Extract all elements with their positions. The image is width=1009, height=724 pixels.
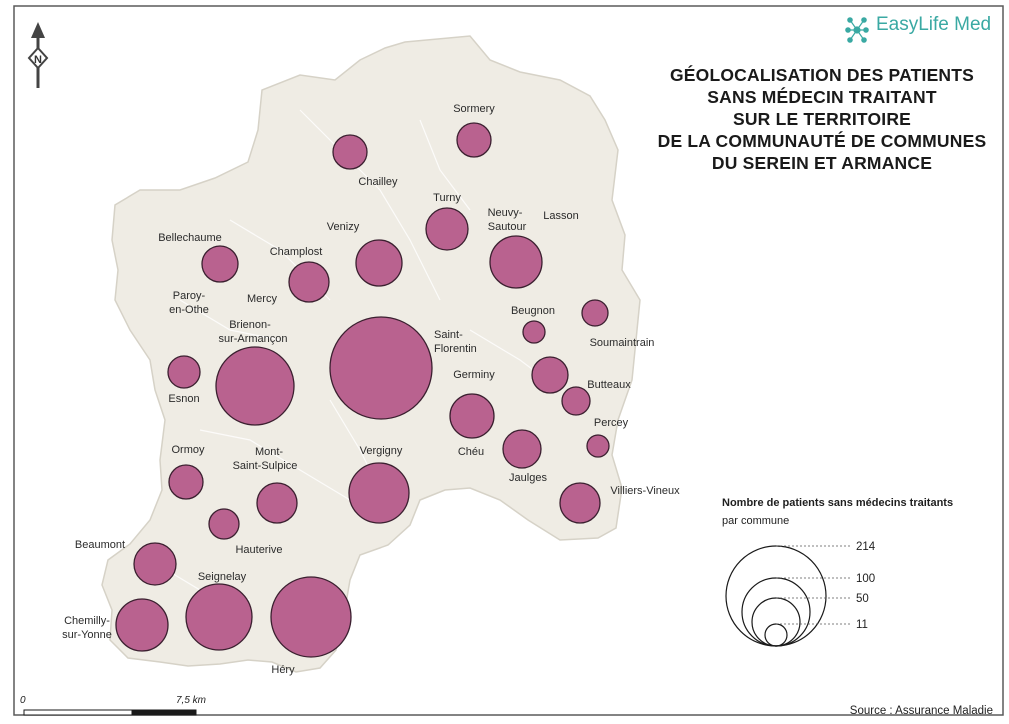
title-line-1: GÉOLOCALISATION DES PATIENTS bbox=[612, 64, 1009, 86]
brand-name: EasyLife Med bbox=[876, 14, 991, 36]
label-brienon-1: Brienon- bbox=[229, 319, 271, 331]
bubble-butteaux[interactable] bbox=[562, 387, 590, 415]
bubble-turny[interactable] bbox=[426, 208, 468, 250]
label-villiers-vineux: Villiers-Vineux bbox=[610, 485, 680, 497]
bubble-vergigny[interactable] bbox=[349, 463, 409, 523]
label-saint-florentin-2: Florentin bbox=[434, 343, 477, 355]
title-line-3: SUR LE TERRITOIRE bbox=[612, 108, 1009, 130]
legend-values: 214 100 50 11 bbox=[856, 541, 876, 631]
label-ormoy: Ormoy bbox=[172, 444, 206, 456]
label-lasson: Lasson bbox=[543, 210, 578, 222]
bubble-beaumont[interactable] bbox=[134, 543, 176, 585]
title-line-4: DE LA COMMUNAUTÉ DE COMMUNES bbox=[612, 130, 1009, 152]
bubble-saint-florentin[interactable] bbox=[330, 317, 432, 419]
legend-circle-100 bbox=[742, 578, 810, 646]
label-mercy: Mercy bbox=[247, 293, 277, 305]
label-paroy-2: en-Othe bbox=[169, 304, 209, 316]
legend-circle-50 bbox=[752, 598, 800, 646]
bubble-hauterive[interactable] bbox=[209, 509, 239, 539]
bubble-ormoy[interactable] bbox=[169, 465, 203, 499]
map-title: GÉOLOCALISATION DES PATIENTS SANS MÉDECI… bbox=[612, 64, 1009, 174]
label-esnon: Esnon bbox=[168, 393, 199, 405]
north-letter: N bbox=[34, 54, 42, 66]
legend-value-50: 50 bbox=[856, 593, 869, 605]
legend-value-100: 100 bbox=[856, 573, 875, 585]
bubble-chemilly-sur-yonne[interactable] bbox=[116, 599, 168, 651]
label-mont-1: Mont- bbox=[255, 446, 283, 458]
title-line-5: DU SEREIN ET ARMANCE bbox=[612, 152, 1009, 174]
legend-circle-11 bbox=[765, 624, 787, 646]
scale-bar bbox=[24, 710, 196, 715]
scale-start-label: 0 bbox=[20, 695, 26, 706]
bubble-seignelay[interactable] bbox=[186, 584, 252, 650]
label-neuvy-sautour-1: Neuvy- bbox=[488, 207, 523, 219]
label-beaumont: Beaumont bbox=[75, 539, 125, 551]
bubble-cheu[interactable] bbox=[450, 394, 494, 438]
label-chemilly-2: sur-Yonne bbox=[62, 629, 112, 641]
bubble-brienon-sur-armancon[interactable] bbox=[216, 347, 294, 425]
label-jaulges: Jaulges bbox=[509, 472, 547, 484]
bubble-percey[interactable] bbox=[587, 435, 609, 457]
label-mont-2: Saint-Sulpice bbox=[233, 460, 298, 472]
bubble-beugnon[interactable] bbox=[523, 321, 545, 343]
label-seignelay: Seignelay bbox=[198, 571, 247, 583]
label-saint-florentin-1: Saint- bbox=[434, 329, 463, 341]
bubble-villiers-vineux[interactable] bbox=[560, 483, 600, 523]
label-neuvy-sautour-2: Sautour bbox=[488, 221, 527, 233]
legend-leaders bbox=[776, 546, 852, 624]
label-hery: Héry bbox=[271, 664, 295, 676]
brand: EasyLife Med bbox=[842, 14, 991, 36]
title-line-2: SANS MÉDECIN TRAITANT bbox=[612, 86, 1009, 108]
label-butteaux: Butteaux bbox=[587, 379, 631, 391]
label-percey: Percey bbox=[594, 417, 629, 429]
label-cheu: Chéu bbox=[458, 446, 484, 458]
label-germiny: Germiny bbox=[453, 369, 495, 381]
bubble-sormery[interactable] bbox=[457, 123, 491, 157]
bubble-soumaintrain[interactable] bbox=[582, 300, 608, 326]
bubble-germiny[interactable] bbox=[532, 357, 568, 393]
label-beugnon: Beugnon bbox=[511, 305, 555, 317]
label-hauterive: Hauterive bbox=[235, 544, 282, 556]
label-chemilly-1: Chemilly- bbox=[64, 615, 110, 627]
label-soumaintrain: Soumaintrain bbox=[590, 337, 655, 349]
bubble-venizy[interactable] bbox=[356, 240, 402, 286]
label-paroy-1: Paroy- bbox=[173, 290, 206, 302]
bubble-neuvy-sautour[interactable] bbox=[490, 236, 542, 288]
label-turny: Turny bbox=[433, 192, 461, 204]
label-venizy: Venizy bbox=[327, 221, 360, 233]
legend-circles bbox=[726, 546, 826, 646]
label-sormery: Sormery bbox=[453, 103, 495, 115]
legend-value-214: 214 bbox=[856, 541, 876, 553]
legend-title: Nombre de patients sans médecins traitan… bbox=[722, 497, 953, 509]
bubble-bellechaume[interactable] bbox=[202, 246, 238, 282]
label-bellechaume: Bellechaume bbox=[158, 232, 222, 244]
bubble-jaulges[interactable] bbox=[503, 430, 541, 468]
legend-value-11: 11 bbox=[856, 619, 868, 631]
label-brienon-2: sur-Armançon bbox=[218, 333, 287, 345]
label-vergigny: Vergigny bbox=[360, 445, 403, 457]
bubble-hery[interactable] bbox=[271, 577, 351, 657]
bubble-champlost[interactable] bbox=[289, 262, 329, 302]
label-chailley: Chailley bbox=[358, 176, 398, 188]
bubble-mont-saint-sulpice[interactable] bbox=[257, 483, 297, 523]
legend-circle-214 bbox=[726, 546, 826, 646]
north-arrow-icon: N bbox=[29, 22, 47, 88]
label-champlost: Champlost bbox=[270, 246, 323, 258]
source-note: Source : Assurance Maladie bbox=[850, 705, 993, 717]
bubble-chailley[interactable] bbox=[333, 135, 367, 169]
bubble-esnon[interactable] bbox=[168, 356, 200, 388]
scale-end-label: 7,5 km bbox=[176, 695, 206, 706]
legend-subtitle: par commune bbox=[722, 515, 789, 527]
